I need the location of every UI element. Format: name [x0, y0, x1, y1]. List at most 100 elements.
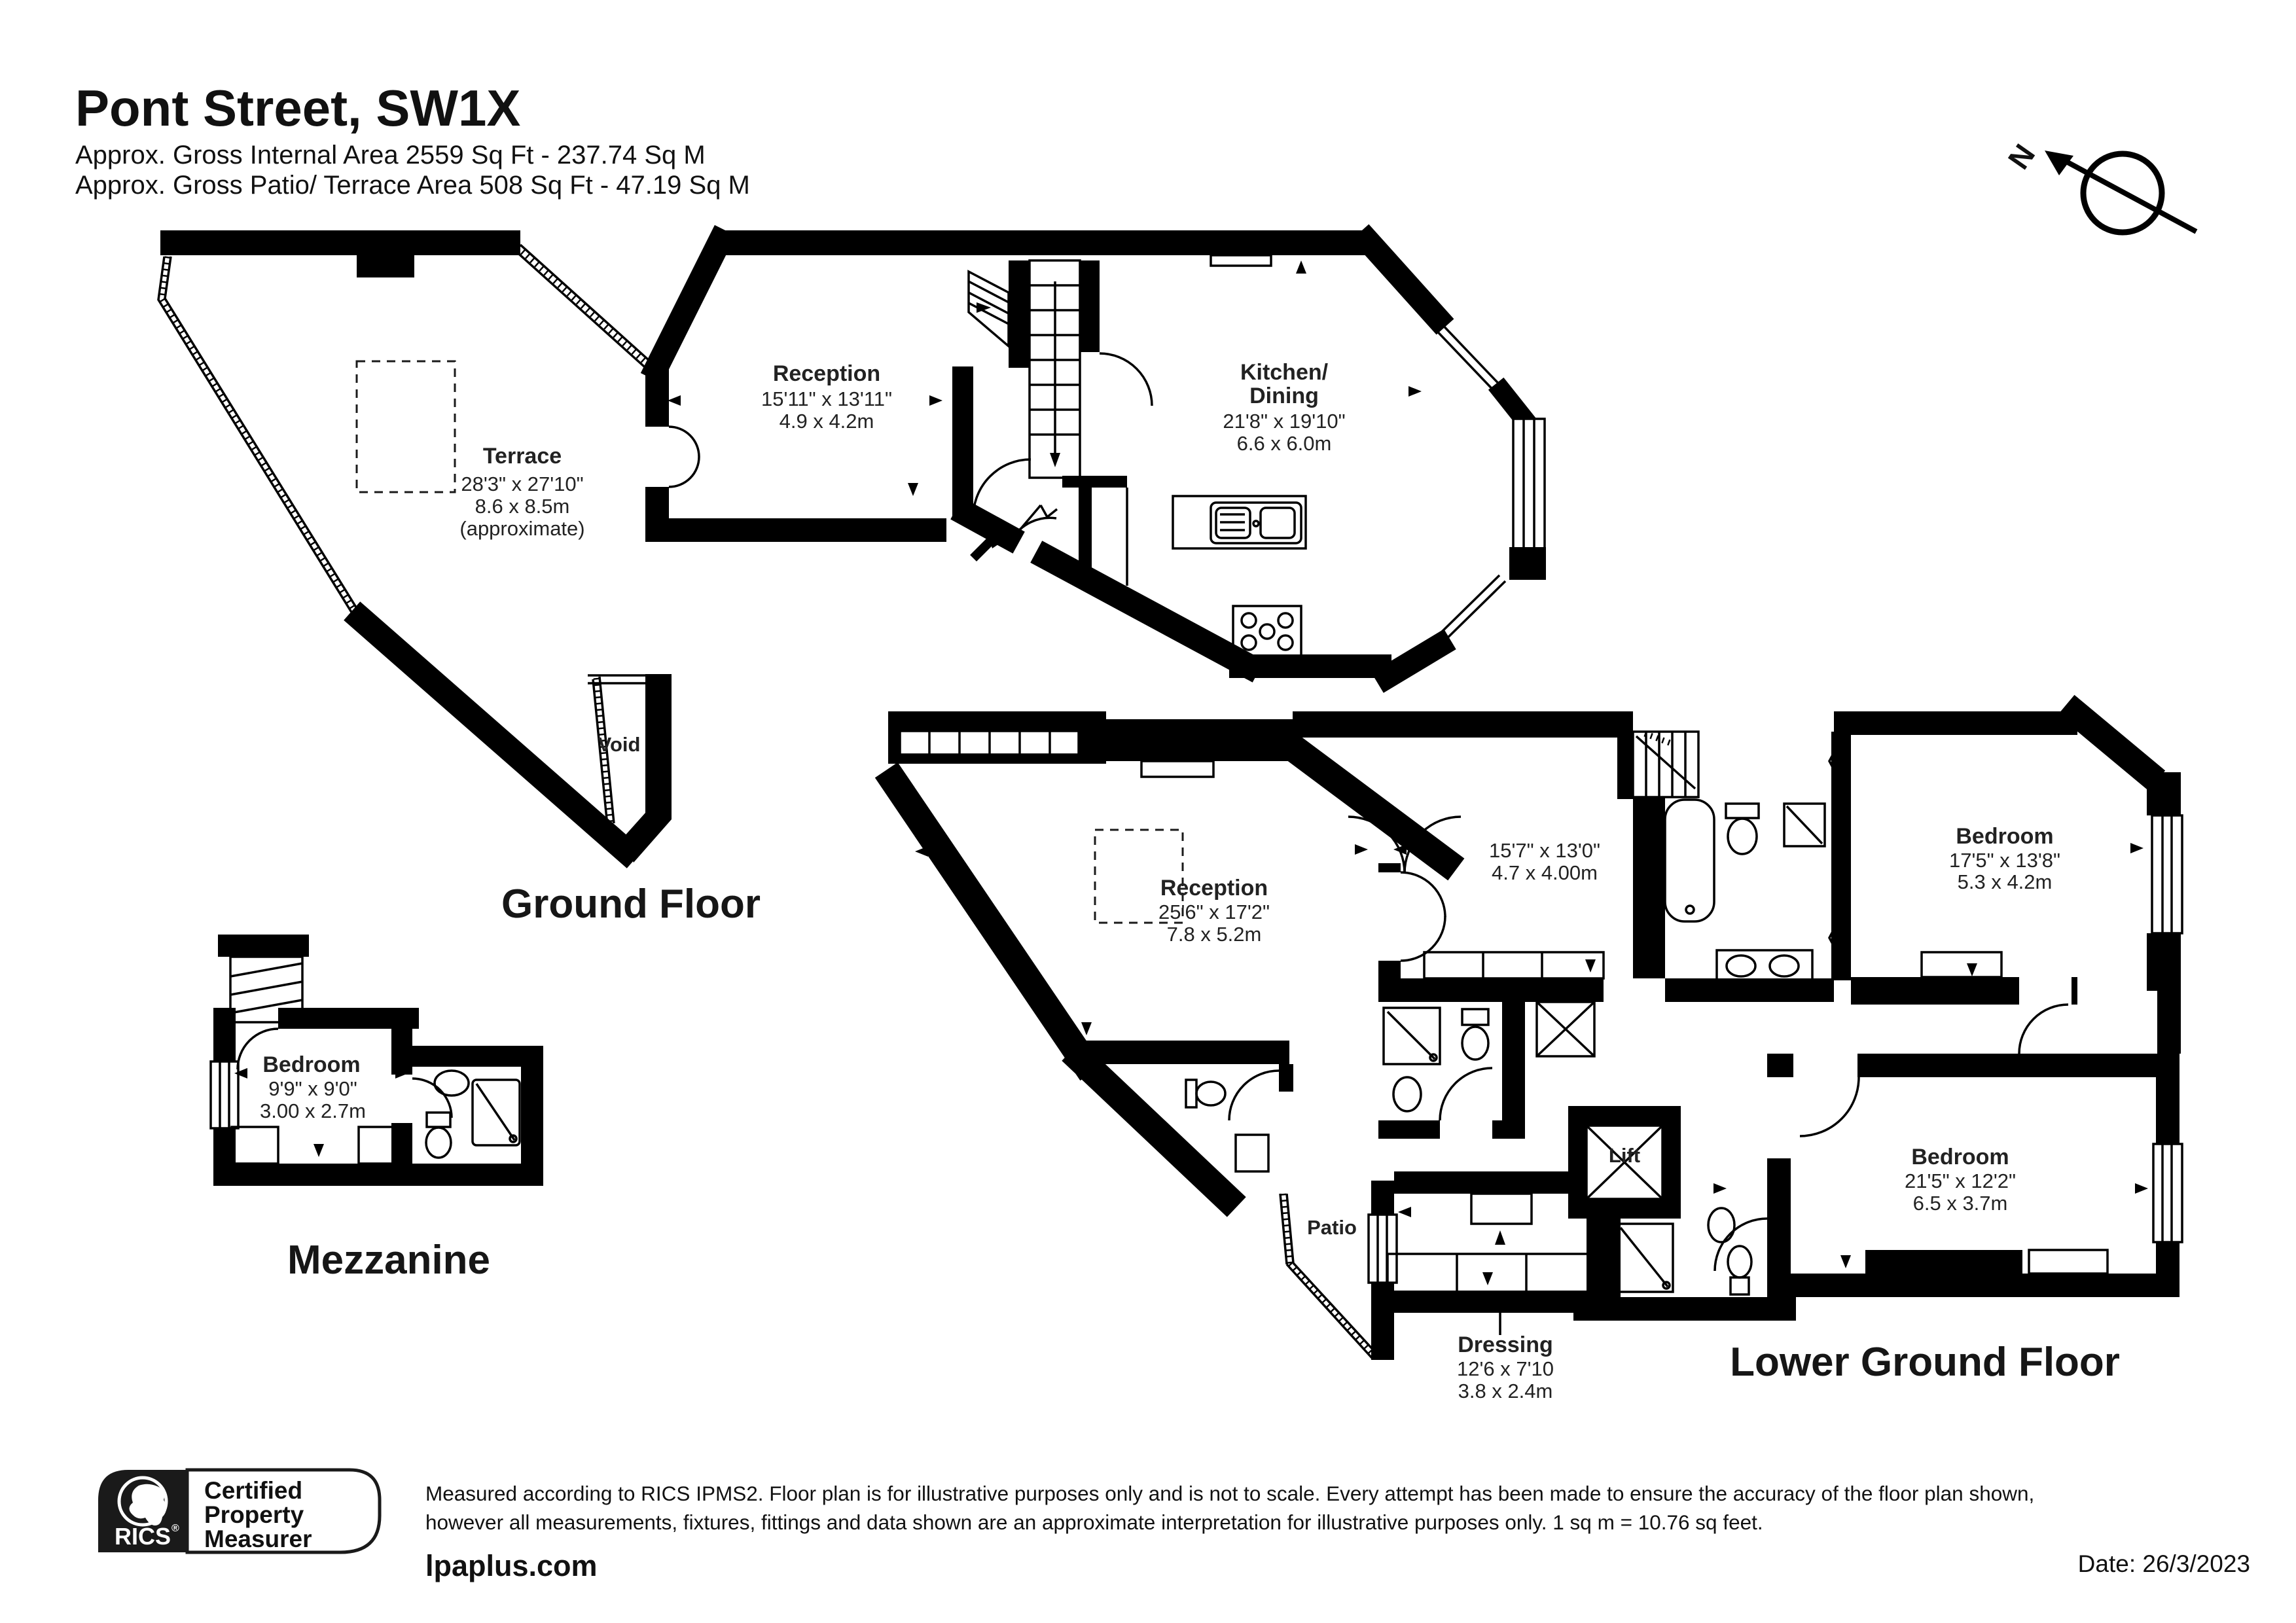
disclaimer-line1: Measured according to RICS IPMS2. Floor …: [425, 1482, 2034, 1505]
lgf-mid-shower-room: [1378, 1002, 1525, 1139]
gf-reception-left-wall-upper: [645, 364, 669, 427]
lgf-room-arrow-down: [1585, 959, 1596, 972]
mezz-bottom-wall: [213, 1164, 543, 1186]
website: lpaplus.com: [425, 1549, 598, 1582]
lgf-bbed-door-arc: [1799, 1077, 1860, 1137]
mezz-arrow-left: [234, 1068, 247, 1079]
gf-reception-door-leaf-top: [668, 425, 700, 457]
room-metric: 4.7 x 4.00m: [1492, 861, 1598, 884]
gf-entry-wall-left: [950, 497, 1025, 554]
rics-brand: RICS: [115, 1523, 171, 1550]
gf-reception-door-leaf-bottom: [668, 456, 700, 488]
dressing-arrow-up: [1495, 1230, 1505, 1245]
lgf-bedroom-right-wall: [2157, 991, 2181, 1054]
gross-internal-area: Approx. Gross Internal Area 2559 Sq Ft -…: [75, 141, 706, 169]
sink-icon: [1768, 954, 1800, 978]
mezz-bedroom-door-arc: [236, 1027, 279, 1070]
room-imperial: 9'9" x 9'0": [268, 1077, 357, 1100]
lgf-reception-diag-wall: [874, 762, 1103, 1081]
lgf-bbed-window: [2152, 1143, 2183, 1243]
entrance-arrow-shaft: [970, 533, 999, 562]
room-name: Bedroom: [1956, 824, 2053, 849]
bay-mullion-upper: [1488, 377, 1539, 435]
compass-needle: [2056, 154, 2198, 234]
ground-floor-plan: Terrace 28'3" x 27'10" 8.6 x 8.5m (appro…: [157, 224, 1546, 927]
lgf-room-door-arc-a: [1400, 871, 1446, 918]
room-name: Bedroom: [262, 1052, 360, 1077]
lgf-bedroom-door-arc: [2018, 1003, 2069, 1054]
north-arrow-icon: [2045, 151, 2073, 175]
cert-box: [185, 1468, 382, 1554]
room-name: Dressing: [1458, 1332, 1553, 1357]
lgf-bbed-bench: [2028, 1249, 2109, 1275]
toilet-icon: [425, 1126, 452, 1159]
gross-patio-area: Approx. Gross Patio/ Terrace Area 508 Sq…: [75, 171, 750, 200]
lgf-bedroom-bottom-label: Bedroom 21'5" x 12'2" 6.5 x 3.7m: [1905, 1145, 2016, 1215]
lgf-room-bottom-wall: [1378, 978, 1604, 1002]
gf-divider-wall-v: [1079, 488, 1092, 573]
patio-label: Patio: [1307, 1216, 1357, 1239]
room-imperial: 15'11" x 13'11": [761, 387, 892, 410]
room-imperial: 12'6 x 7'10: [1457, 1357, 1554, 1380]
lgf-bedroom-top-label: Bedroom 17'5" x 13'8" 5.3 x 4.2m: [1949, 824, 2060, 893]
room-metric: 3.8 x 2.4m: [1458, 1380, 1553, 1402]
gf-reception-arrow-right: [929, 395, 942, 406]
room-imperial: 17'5" x 13'8": [1949, 849, 2060, 872]
mezz-bedroom-label: Bedroom 9'9" x 9'0" 3.00 x 2.7m: [260, 1052, 366, 1122]
lgf-bay-window-right: [2151, 814, 2183, 935]
lgf-reception-arrow-down: [1081, 1022, 1092, 1035]
shower-tray-icon: [1615, 1222, 1674, 1293]
lgf-bbed-bottom-wall: [1767, 1274, 2179, 1297]
room-name: Reception: [1160, 876, 1268, 901]
lgf-bedroom-bench: [1920, 951, 2003, 978]
lgf-bedroom-top-wall: [1834, 711, 2077, 735]
lgf-bathroom: [1637, 797, 1834, 1002]
toilet-icon: [1461, 1026, 1490, 1061]
entrance-arrow-icon: [987, 531, 1004, 548]
cert-line2: Property: [204, 1501, 304, 1528]
lgf-bbed-arrow-right: [2135, 1183, 2148, 1194]
lgf-top-wall-middle: [1293, 711, 1617, 738]
sink-icon: [1392, 1076, 1422, 1113]
room-name: Bedroom: [1911, 1145, 2009, 1169]
patio-boundary: [1279, 1193, 1378, 1360]
gf-reception-arrow-down: [908, 483, 918, 496]
lgf-bedroom-top-left-wall: [1831, 732, 1851, 980]
bathroom-arrow-left: [1637, 843, 1650, 853]
mezz-arrow-right: [395, 1068, 408, 1079]
bay-window-upper: [1430, 318, 1507, 398]
kitchen-bottom-wall: [1229, 654, 1391, 678]
room-metric: 6.6 x 6.0m: [1237, 432, 1332, 455]
terrace-skylight-dashed: [355, 360, 456, 493]
sink-icon: [1725, 954, 1757, 978]
lgf-bay-mullion-lower: [2147, 933, 2181, 991]
lgf-top-step-wall: [1106, 719, 1293, 761]
shower-tray-icon: [471, 1079, 521, 1147]
terrace-open-edge: [157, 243, 657, 622]
ground-floor-title: Ground Floor: [501, 882, 761, 927]
hob-icon: [1232, 605, 1302, 658]
rics-registered-mark: ®: [171, 1523, 179, 1534]
dressing-ottoman: [1470, 1192, 1533, 1225]
compass-circle: [2080, 151, 2165, 236]
north-label: N: [2001, 138, 2042, 175]
compass-icon: N: [2001, 138, 2198, 236]
lgf-bedroom-arrow-down: [1967, 963, 1977, 976]
toilet-icon: [1727, 817, 1758, 855]
lgf-bay-mullion-upper: [2147, 772, 2181, 815]
bay-mullion-lower: [1509, 547, 1546, 580]
lgf-reception-lower-diag: [1062, 1041, 1246, 1217]
mezz-shower-top-wall: [391, 1046, 543, 1067]
dressing-arrow-down: [1482, 1272, 1493, 1285]
gf-divider-wall-h: [1062, 476, 1127, 488]
room-imperial: 28'3" x 27'10": [461, 473, 583, 495]
toilet-tank: [425, 1111, 452, 1128]
toilet-pedestal: [1729, 1276, 1750, 1296]
lgf-reception-arrow-left: [915, 846, 928, 857]
mezz-top-wall: [278, 1008, 419, 1029]
lgf-room-door-arc-b: [1400, 916, 1446, 962]
lgf-bedroom-arrow-up: [1968, 722, 1979, 735]
room-metric: 4.9 x 4.2m: [780, 410, 874, 433]
lift-label: Lift: [1609, 1144, 1640, 1167]
cert-line3: Measurer: [204, 1525, 312, 1552]
